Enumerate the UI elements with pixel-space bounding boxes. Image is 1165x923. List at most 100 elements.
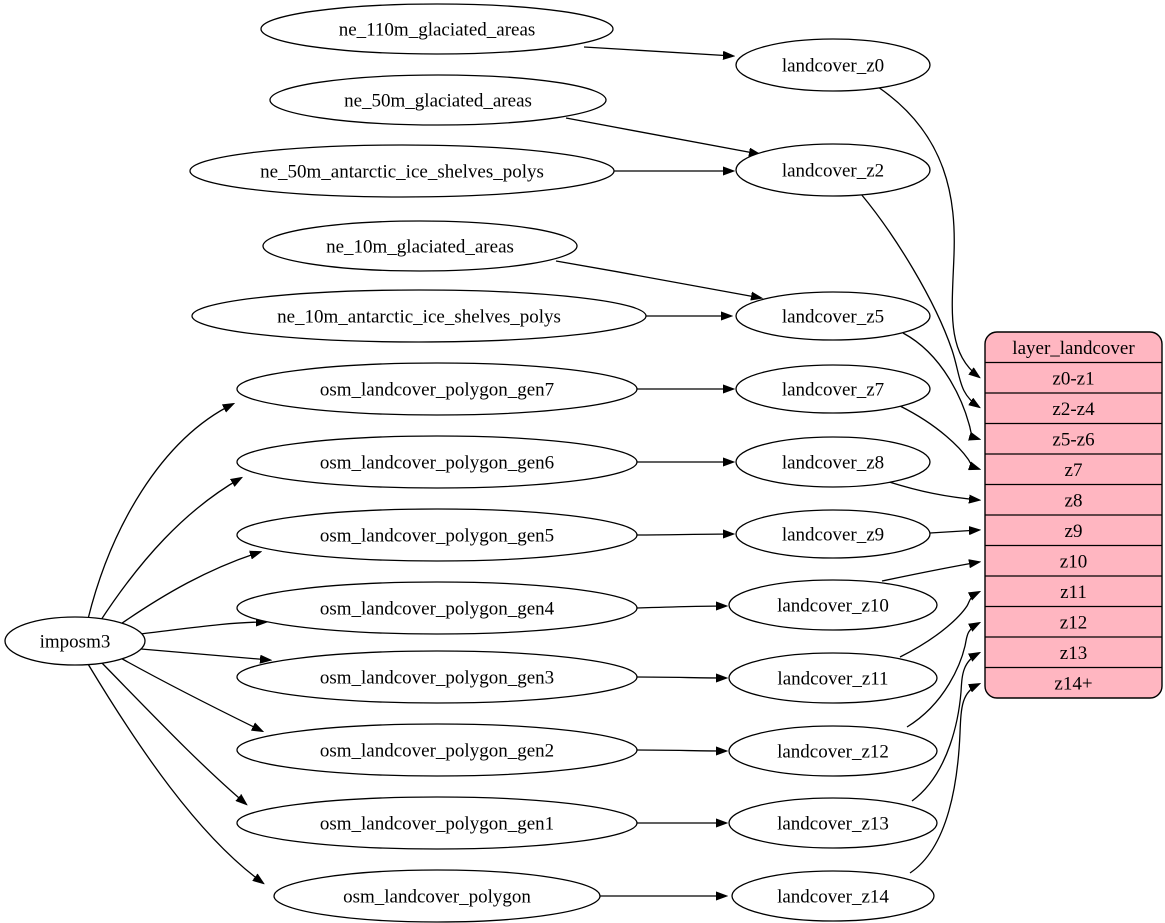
node-ellipse-landcover_z14 <box>731 870 935 922</box>
node-label-ne_110m_glaciated_areas: ne_110m_glaciated_areas <box>339 20 536 41</box>
node-label-landcover_z0: landcover_z0 <box>782 56 884 77</box>
node-label-landcover_z12: landcover_z12 <box>777 742 889 763</box>
edge-landcover_z13-to-layer_landcover.z13 <box>911 653 979 802</box>
node-landcover_z7: landcover_z7 <box>735 364 931 414</box>
edge-landcover_z5-to-layer_landcover.z5-z6 <box>902 332 979 439</box>
edge-imposm3-to-osm_landcover_polygon <box>87 663 263 883</box>
node-osm_landcover_polygon_gen4: osm_landcover_polygon_gen4 <box>236 581 638 635</box>
node-label-osm_landcover_polygon: osm_landcover_polygon <box>343 887 531 908</box>
node-ellipse-landcover_z5 <box>735 291 931 341</box>
node-ellipse-osm_landcover_polygon_gen4 <box>236 581 638 635</box>
edge-imposm3-to-osm_landcover_polygon_gen6 <box>98 478 241 624</box>
node-ellipse-ne_10m_antarctic_ice_shelves_polys <box>191 289 647 343</box>
edge-osm_landcover_polygon_gen2-to-landcover_z12 <box>636 750 726 751</box>
node-label-landcover_z2: landcover_z2 <box>782 161 884 182</box>
node-ellipse-landcover_z2 <box>735 143 931 197</box>
node-landcover_z9: landcover_z9 <box>735 509 931 559</box>
edge-landcover_z7-to-layer_landcover.z7 <box>899 405 979 469</box>
edge-ne_50m_glaciated_areas-to-landcover_z2 <box>565 117 759 154</box>
node-ellipse-osm_landcover_polygon_gen6 <box>236 435 638 489</box>
node-label-osm_landcover_polygon_gen6: osm_landcover_polygon_gen6 <box>320 453 554 474</box>
table-row-z2-z4: z2-z4 <box>1052 399 1095 420</box>
edge-landcover_z0-to-layer_landcover.z0-z1 <box>877 86 979 377</box>
node-ellipse-imposm3 <box>4 616 146 666</box>
edge-ne_110m_glaciated_areas-to-landcover_z0 <box>583 46 733 56</box>
node-osm_landcover_polygon_gen7: osm_landcover_polygon_gen7 <box>236 362 638 416</box>
edge-imposm3-to-osm_landcover_polygon_gen5 <box>114 552 260 629</box>
table-row-z0-z1: z0-z1 <box>1052 368 1094 389</box>
table-row-z11: z11 <box>1060 582 1087 603</box>
node-ne_10m_glaciated_areas: ne_10m_glaciated_areas <box>262 220 578 272</box>
edge-imposm3-to-osm_landcover_polygon_gen3 <box>140 648 270 660</box>
nodes-layer: imposm3 ne_110m_glaciated_areas ne_50m_gla… <box>4 3 938 923</box>
node-ellipse-osm_landcover_polygon_gen7 <box>236 362 638 416</box>
node-label-osm_landcover_polygon_gen7: osm_landcover_polygon_gen7 <box>320 380 554 401</box>
node-label-osm_landcover_polygon_gen1: osm_landcover_polygon_gen1 <box>320 814 554 835</box>
node-label-osm_landcover_polygon_gen5: osm_landcover_polygon_gen5 <box>320 526 554 547</box>
node-label-osm_landcover_polygon_gen2: osm_landcover_polygon_gen2 <box>320 741 554 762</box>
node-ellipse-ne_50m_antarctic_ice_shelves_polys <box>189 144 615 198</box>
table-layer_landcover: layer_landcoverz0-z1z2-z4z5-z6z7z8z9z10z… <box>984 331 1163 699</box>
table-row-z9: z9 <box>1065 521 1083 542</box>
table-row-z12: z12 <box>1060 612 1087 633</box>
edge-landcover_z2-to-layer_landcover.z2-z4 <box>860 193 979 407</box>
node-osm_landcover_polygon: osm_landcover_polygon <box>273 869 601 923</box>
node-ellipse-ne_110m_glaciated_areas <box>260 3 614 55</box>
edges-layer <box>87 46 979 896</box>
node-osm_landcover_polygon_gen6: osm_landcover_polygon_gen6 <box>236 435 638 489</box>
node-label-landcover_z8: landcover_z8 <box>782 453 884 474</box>
edge-landcover_z14-to-layer_landcover.z14+ <box>909 684 979 874</box>
edge-imposm3-to-osm_landcover_polygon_gen1 <box>99 660 246 804</box>
node-ellipse-landcover_z7 <box>735 364 931 414</box>
node-label-landcover_z7: landcover_z7 <box>782 380 884 401</box>
node-label-landcover_z10: landcover_z10 <box>777 596 889 617</box>
node-label-landcover_z14: landcover_z14 <box>777 887 889 908</box>
table-row-z14+: z14+ <box>1054 673 1092 694</box>
node-ellipse-osm_landcover_polygon_gen1 <box>236 796 638 850</box>
edge-osm_landcover_polygon_gen4-to-landcover_z10 <box>636 606 726 608</box>
node-label-imposm3: imposm3 <box>40 632 111 653</box>
edge-imposm3-to-osm_landcover_polygon_gen4 <box>139 622 266 635</box>
node-imposm3: imposm3 <box>4 616 146 666</box>
node-ellipse-ne_50m_glaciated_areas <box>269 74 607 126</box>
node-label-landcover_z9: landcover_z9 <box>782 525 884 546</box>
node-ellipse-osm_landcover_polygon_gen3 <box>236 650 638 704</box>
node-label-ne_50m_glaciated_areas: ne_50m_glaciated_areas <box>344 91 532 112</box>
edge-imposm3-to-osm_landcover_polygon_gen2 <box>116 655 262 731</box>
table-row-z10: z10 <box>1060 551 1087 572</box>
edge-osm_landcover_polygon_gen3-to-landcover_z11 <box>636 677 726 678</box>
node-osm_landcover_polygon_gen1: osm_landcover_polygon_gen1 <box>236 796 638 850</box>
node-ellipse-osm_landcover_polygon <box>273 869 601 923</box>
node-label-osm_landcover_polygon_gen4: osm_landcover_polygon_gen4 <box>320 599 555 620</box>
node-landcover_z8: landcover_z8 <box>735 436 931 488</box>
table-title: layer_landcover <box>1012 338 1135 359</box>
edge-landcover_z8-to-layer_landcover.z8 <box>882 479 979 500</box>
node-landcover_z5: landcover_z5 <box>735 291 931 341</box>
node-ne_50m_glaciated_areas: ne_50m_glaciated_areas <box>269 74 607 126</box>
edge-landcover_z12-to-layer_landcover.z12 <box>906 623 979 728</box>
node-landcover_z14: landcover_z14 <box>731 870 935 922</box>
node-landcover_z13: landcover_z13 <box>728 797 938 849</box>
node-ellipse-ne_10m_glaciated_areas <box>262 220 578 272</box>
node-ellipse-landcover_z13 <box>728 797 938 849</box>
node-landcover_z12: landcover_z12 <box>728 725 938 777</box>
node-label-osm_landcover_polygon_gen3: osm_landcover_polygon_gen3 <box>320 668 554 689</box>
table-row-z7: z7 <box>1065 460 1083 481</box>
node-osm_landcover_polygon_gen3: osm_landcover_polygon_gen3 <box>236 650 638 704</box>
node-ne_110m_glaciated_areas: ne_110m_glaciated_areas <box>260 3 614 55</box>
table-row-z5-z6: z5-z6 <box>1052 429 1094 450</box>
table-layer: layer_landcoverz0-z1z2-z4z5-z6z7z8z9z10z… <box>984 331 1163 699</box>
edge-landcover_z9-to-layer_landcover.z9 <box>929 530 979 533</box>
node-ne_10m_antarctic_ice_shelves_polys: ne_10m_antarctic_ice_shelves_polys <box>191 289 647 343</box>
node-ellipse-landcover_z11 <box>728 652 938 704</box>
node-ellipse-landcover_z10 <box>728 579 938 631</box>
node-landcover_z0: landcover_z0 <box>735 38 931 92</box>
node-ellipse-osm_landcover_polygon_gen5 <box>236 508 638 562</box>
node-label-landcover_z11: landcover_z11 <box>777 669 888 690</box>
node-ellipse-landcover_z12 <box>728 725 938 777</box>
node-ellipse-osm_landcover_polygon_gen2 <box>236 723 638 777</box>
node-label-ne_10m_glaciated_areas: ne_10m_glaciated_areas <box>326 237 514 258</box>
node-label-ne_50m_antarctic_ice_shelves_polys: ne_50m_antarctic_ice_shelves_polys <box>260 162 544 183</box>
